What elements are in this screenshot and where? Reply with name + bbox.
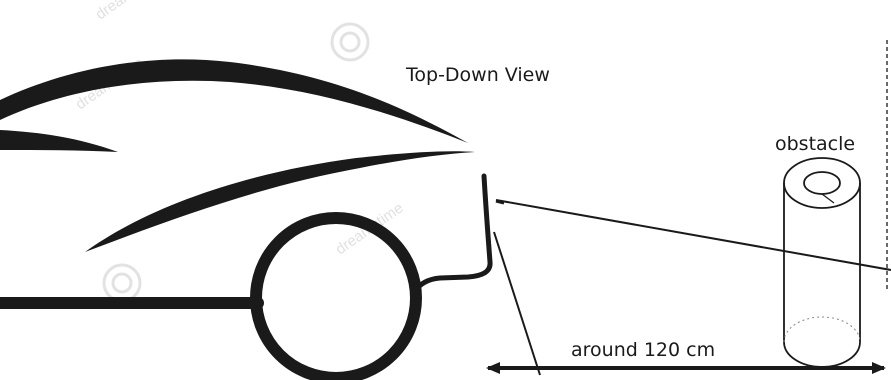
car-outline (0, 176, 490, 378)
car-front-bumper (416, 176, 490, 290)
car-body-sweep (0, 130, 118, 152)
sensor-dash (496, 201, 504, 203)
beam-lower (494, 232, 540, 375)
view-title: Top-Down View (406, 64, 550, 86)
watermark: dreamstime dreamstime dreamstime (73, 0, 407, 301)
car-silhouette (0, 59, 475, 252)
watermark-text-3: dreamstime (93, 0, 167, 23)
distance-label: around 120 cm (571, 339, 715, 361)
beam-upper (496, 200, 891, 270)
obstacle-label: obstacle (775, 133, 855, 155)
car-roof-line (0, 59, 468, 143)
